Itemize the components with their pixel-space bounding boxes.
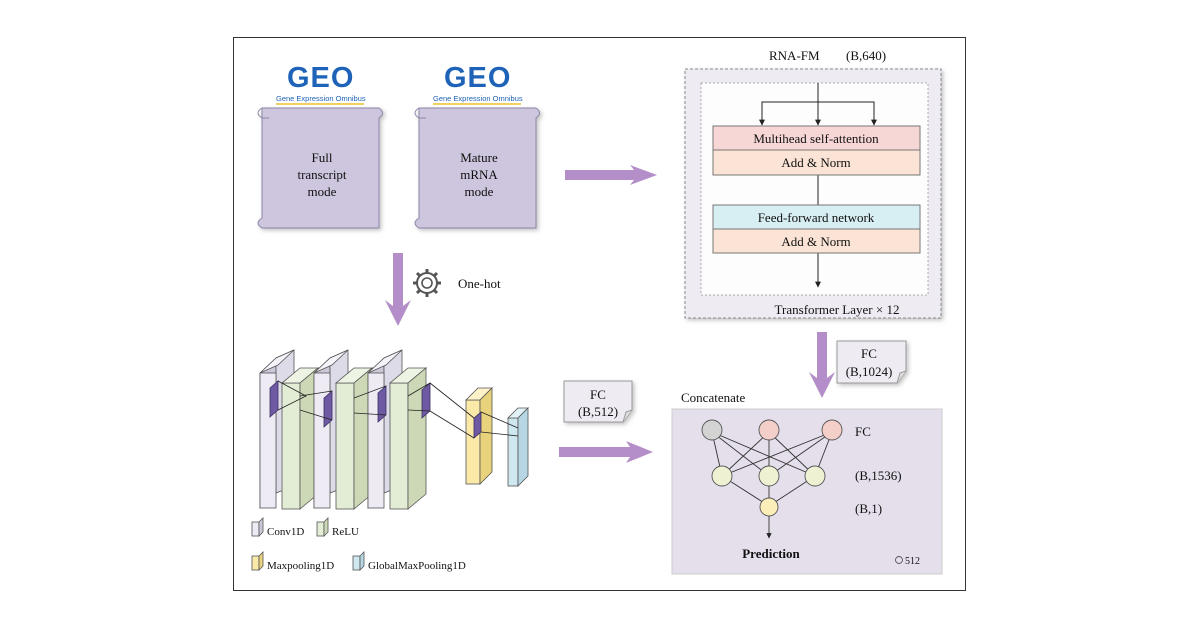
rnafm-shape: (B,640)	[846, 48, 886, 63]
attention-input-arrows	[759, 83, 877, 288]
rnafm-title: RNA-FM	[769, 48, 820, 63]
relu-layer	[280, 367, 320, 510]
dim-hidden: (B,1536)	[855, 468, 902, 483]
globalmaxpooling1d-layer	[507, 407, 529, 487]
legend-512-label: 512	[905, 556, 920, 567]
cnn-stack	[259, 349, 529, 510]
input-node-pink	[821, 419, 843, 441]
output-node	[759, 497, 779, 517]
hidden-node	[804, 465, 826, 487]
fc-network-nodes	[701, 419, 903, 564]
geo-logo-2: GEO Gene Expression Omnibus	[433, 62, 523, 105]
svg-text:ReLU: ReLU	[332, 526, 359, 538]
figure-frame: GEO Gene Expression Omnibus GEO Gene Exp…	[233, 37, 966, 591]
block-label: Feed-forward network	[758, 210, 875, 225]
block-label: Add & Norm	[781, 234, 850, 249]
flow-arrows	[385, 165, 835, 463]
svg-text:(B,1024): (B,1024)	[846, 364, 893, 379]
scroll-mature-mrna: Mature mRNA mode	[414, 107, 540, 229]
scroll-full-transcript: Full transcript mode	[257, 107, 383, 229]
scroll-line: Full	[312, 150, 333, 165]
arrow-down-onehot	[385, 253, 411, 326]
fc-label: FC	[855, 424, 871, 439]
geo-caption: Gene Expression Omnibus	[433, 94, 523, 103]
block-label: Multihead self-attention	[753, 131, 879, 146]
svg-text:FC: FC	[590, 387, 606, 402]
scroll-line: mode	[308, 184, 337, 199]
hidden-node	[711, 465, 733, 487]
scroll-line: mRNA	[460, 167, 498, 182]
geo-wordmark: GEO	[287, 62, 354, 94]
geo-wordmark: GEO	[444, 62, 511, 94]
gear-icon	[413, 269, 441, 297]
prediction-label: Prediction	[742, 546, 800, 561]
relu-layer	[334, 367, 374, 510]
geo-logo-1: GEO Gene Expression Omnibus	[276, 62, 366, 105]
fc-512-note: FC (B,512)	[563, 380, 633, 423]
block-add-norm-1	[712, 149, 921, 176]
svg-text:(B,512): (B,512)	[578, 404, 618, 419]
concatenate-title: Concatenate	[681, 390, 745, 405]
scroll-line: transcript	[297, 167, 346, 182]
svg-text:Conv1D: Conv1D	[267, 526, 304, 538]
legend-conv1d	[251, 517, 264, 537]
block-add-norm-2	[712, 228, 921, 254]
legend-globalmaxpooling1d	[352, 551, 365, 571]
arrow-down-fc1024	[809, 332, 835, 398]
transformer-layer	[700, 82, 929, 296]
arrow-to-rnafm	[565, 165, 657, 185]
arrow-to-concat	[559, 441, 653, 463]
legend-maxpooling1d	[251, 551, 264, 571]
scroll-line: Mature	[460, 150, 498, 165]
input-node-grey	[701, 419, 723, 441]
one-hot-label: One-hot	[458, 276, 501, 291]
relu-layer	[388, 367, 428, 510]
svg-text:Maxpooling1D: Maxpooling1D	[267, 560, 334, 572]
scroll-line: mode	[465, 184, 494, 199]
geo-caption: Gene Expression Omnibus	[276, 94, 366, 103]
svg-text:GlobalMaxPooling1D: GlobalMaxPooling1D	[368, 560, 466, 572]
legend-512-icon	[895, 556, 903, 564]
transformer-footer: Transformer Layer × 12	[775, 302, 900, 317]
legend-relu	[316, 517, 329, 537]
fc-1024-note: FC (B,1024)	[836, 340, 907, 384]
cnn-legend: Conv1D ReLU Maxpooling1D GlobalMaxPoolin…	[251, 517, 466, 572]
maxpooling1d-layer	[465, 387, 493, 485]
input-node-pink	[758, 419, 780, 441]
hidden-node	[758, 465, 780, 487]
block-label: Add & Norm	[781, 155, 850, 170]
dim-output: (B,1)	[855, 501, 882, 516]
svg-text:FC: FC	[861, 346, 877, 361]
architecture-diagram: GEO Gene Expression Omnibus GEO Gene Exp…	[251, 48, 943, 575]
